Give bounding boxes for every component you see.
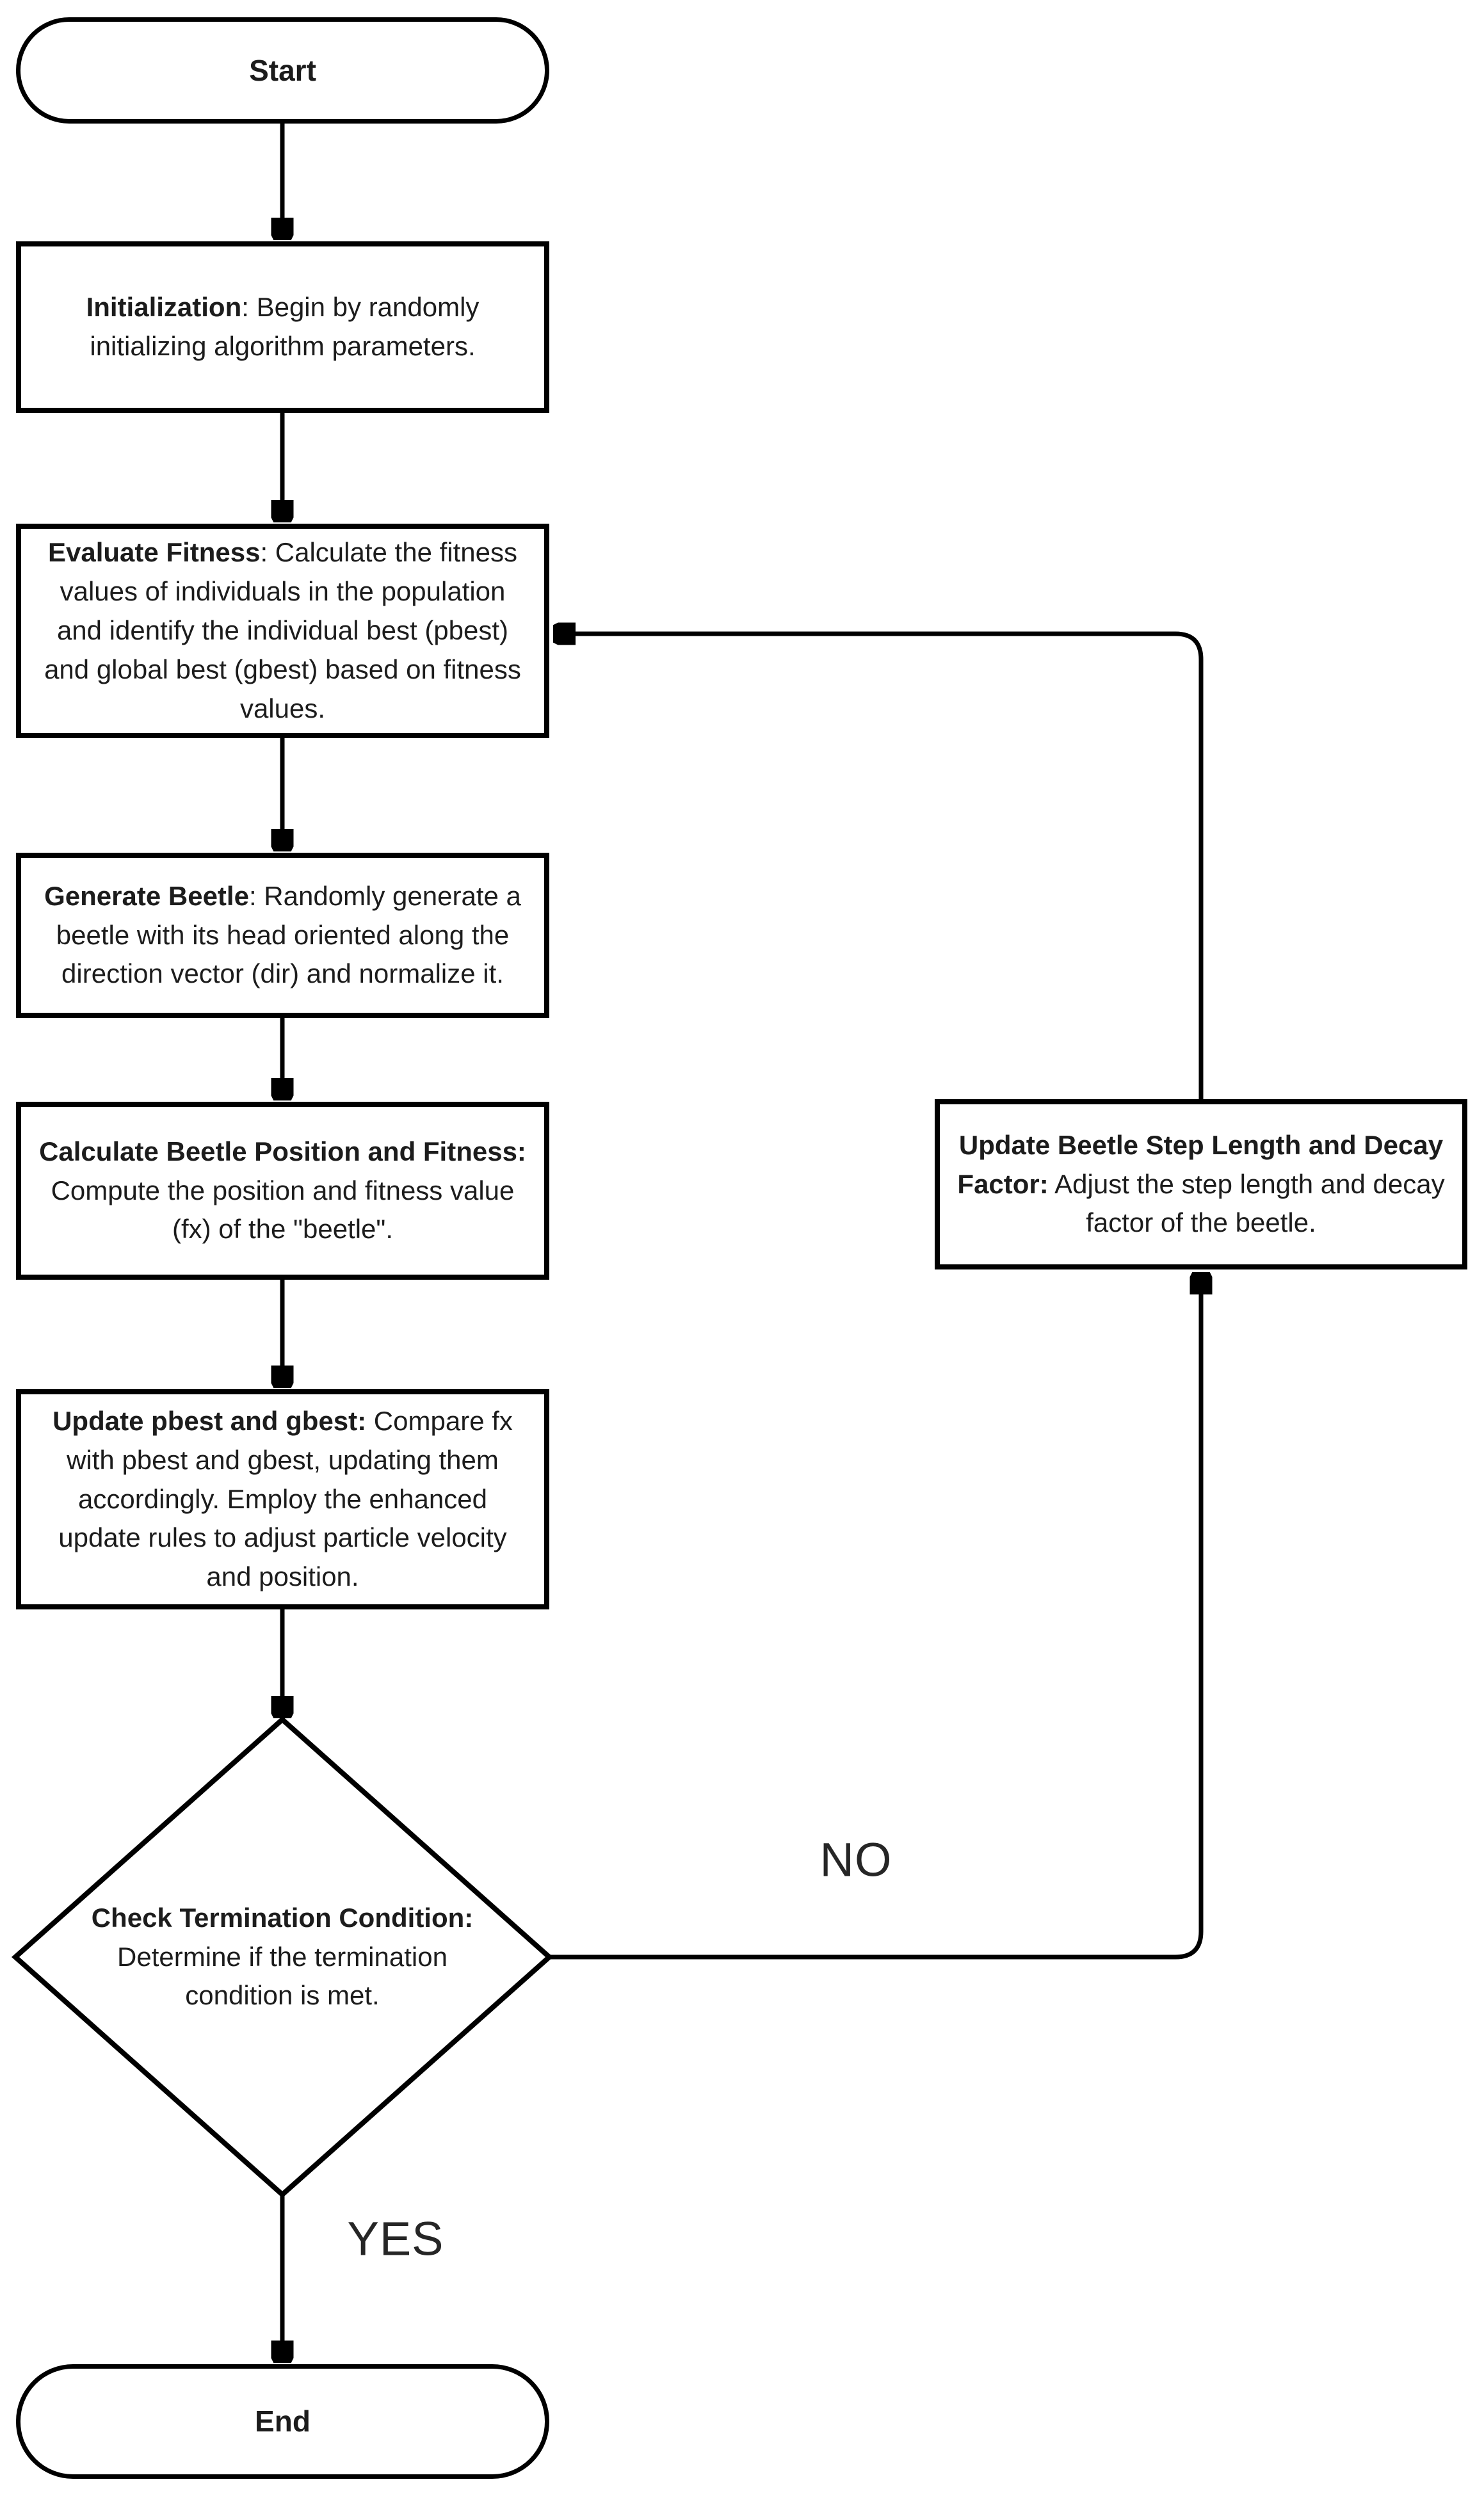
node-text: Update pbest and gbest: Compare fx with … [36, 1402, 529, 1597]
end-label: End [255, 2405, 311, 2438]
node-body: : Calculate the fitness values of indivi… [44, 537, 521, 723]
node-body: Adjust the step length and decay factor … [1048, 1168, 1445, 1238]
node-calculate-position: Calculate Beetle Position and Fitness: C… [16, 1102, 549, 1280]
node-title: Update Beetle Step Length and Decay Fact… [957, 1129, 1444, 1199]
node-end: End [16, 2364, 549, 2479]
node-text: Generate Beetle: Randomly generate a bee… [36, 877, 529, 994]
node-update-step: Update Beetle Step Length and Decay Fact… [935, 1099, 1467, 1269]
node-text: Calculate Beetle Position and Fitness: C… [36, 1132, 529, 1250]
node-title: Calculate Beetle Position and Fitness: [39, 1136, 526, 1166]
edge-update-step-to-evaluate [553, 634, 1204, 1099]
node-title: Check Termination Condition: [91, 1902, 474, 1933]
node-check-termination: Check Termination Condition: Determine i… [77, 1837, 487, 2077]
node-title: Initialization [86, 292, 242, 323]
node-text: Evaluate Fitness: Calculate the fitness … [36, 533, 529, 728]
node-generate-beetle: Generate Beetle: Randomly generate a bee… [16, 853, 549, 1018]
node-text: Update Beetle Step Length and Decay Fact… [955, 1126, 1447, 1243]
label-no-branch: NO [819, 1833, 892, 1887]
node-body: : Begin by randomly initializing algorit… [90, 292, 480, 361]
start-label: Start [249, 53, 316, 87]
label-yes-branch: YES [347, 2212, 444, 2266]
node-evaluate-fitness: Evaluate Fitness: Calculate the fitness … [16, 524, 549, 738]
edge-decision-no-to-update-step [549, 1272, 1201, 1960]
node-title: Evaluate Fitness [47, 537, 261, 568]
node-body: Determine if the termination condition i… [117, 1941, 448, 2011]
node-initialization: Initialization: Begin by randomly initia… [16, 241, 549, 413]
node-title: Generate Beetle [44, 880, 249, 911]
node-body: : Randomly generate a beetle with its he… [56, 880, 521, 989]
node-text: Initialization: Begin by randomly initia… [36, 288, 529, 366]
node-update-pbest: Update pbest and gbest: Compare fx with … [16, 1389, 549, 1609]
node-start: Start [16, 17, 549, 124]
node-body: Compute the position and fitness value (… [51, 1175, 515, 1245]
node-text: Check Termination Condition: Determine i… [77, 1899, 487, 2016]
decision-diamond-shape [11, 1716, 554, 2198]
node-title: Update pbest and gbest: [52, 1405, 367, 1436]
node-body: Compare fx with pbest and gbest, updatin… [58, 1405, 513, 1592]
